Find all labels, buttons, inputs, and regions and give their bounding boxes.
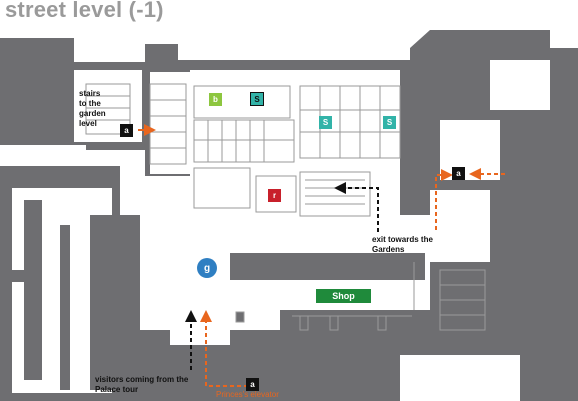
room-lines: [85, 83, 486, 331]
toilet-s-badge-3[interactable]: S: [383, 116, 396, 129]
elevator-a-badge-right[interactable]: a: [452, 167, 465, 180]
restaurant-r-badge[interactable]: r: [268, 189, 281, 202]
inner-walls-left: [12, 200, 115, 390]
visitors-label: visitors coming from the Palace tour: [95, 375, 189, 394]
cloakroom-g-icon[interactable]: g: [197, 258, 217, 278]
elevator-a-badge-left[interactable]: a: [120, 124, 133, 137]
stairs-label: stairs to the garden level: [79, 89, 106, 128]
map-title: street level (-1): [5, 0, 164, 22]
elevator-label: Princes's elevator: [216, 390, 279, 399]
baby-change-b-badge[interactable]: b: [209, 93, 222, 106]
elevator-a-badge-bottom[interactable]: a: [246, 378, 259, 391]
shop-sign[interactable]: Shop: [316, 289, 371, 303]
toilet-s-badge-1[interactable]: S: [250, 92, 264, 106]
orange-route-elevator: [200, 310, 248, 387]
black-route-exit: [334, 182, 379, 232]
exit-label: exit towards the Gardens: [372, 235, 433, 254]
toilet-s-badge-2[interactable]: S: [319, 116, 332, 129]
